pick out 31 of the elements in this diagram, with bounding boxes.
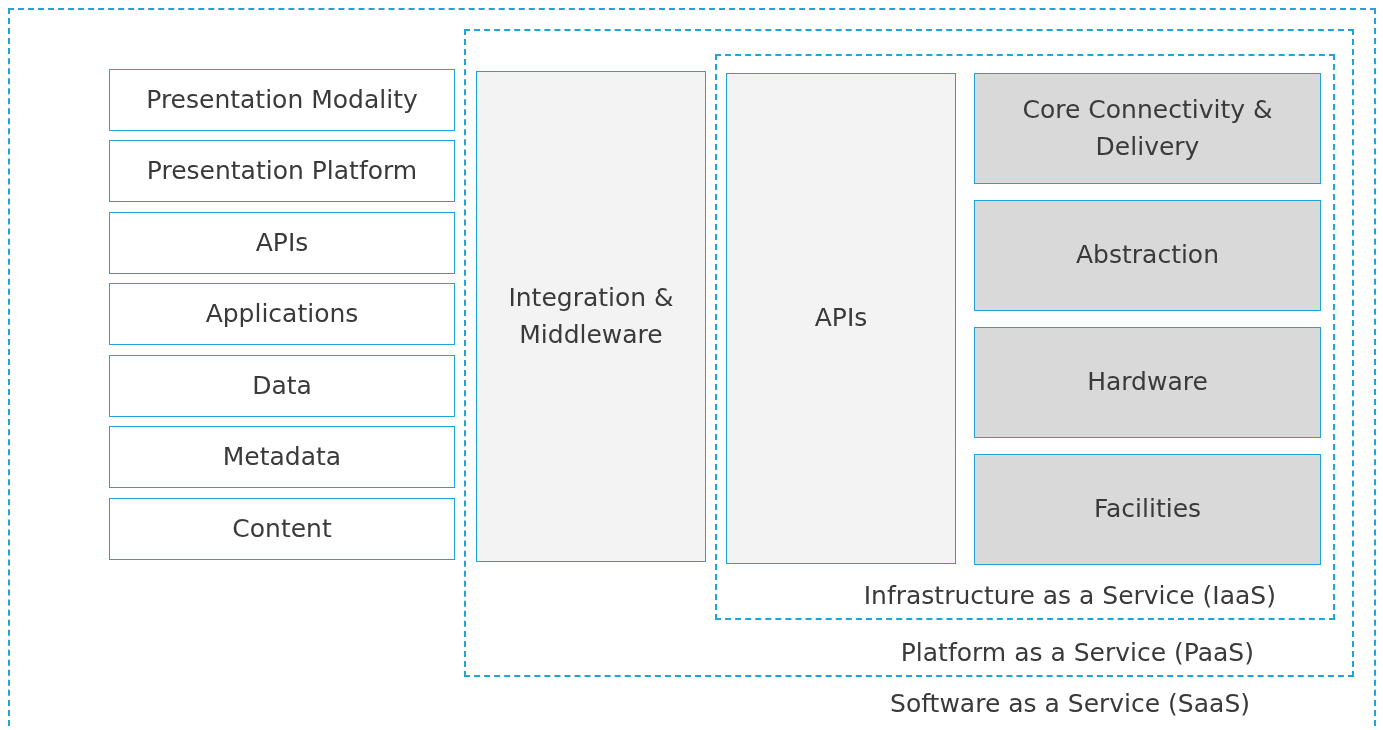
service-layer-container bbox=[464, 29, 1354, 677]
box-label: Abstraction bbox=[1076, 239, 1219, 272]
box-label: Applications bbox=[205, 297, 359, 330]
box-label: Presentation Modality bbox=[146, 83, 418, 116]
box-label: Data bbox=[252, 369, 312, 402]
infrastructure-box bbox=[974, 454, 1321, 565]
box-label: Core Connectivity & Delivery bbox=[1021, 94, 1274, 163]
layer-box bbox=[109, 426, 455, 488]
layer-box bbox=[109, 355, 455, 417]
component-panel bbox=[726, 73, 956, 564]
box-label: APIs bbox=[255, 226, 309, 259]
layer-box bbox=[109, 498, 455, 560]
infrastructure-box bbox=[974, 73, 1321, 184]
box-label: Content bbox=[232, 512, 332, 545]
layer-box bbox=[109, 283, 455, 345]
layer-box bbox=[109, 212, 455, 274]
box-label: Metadata bbox=[222, 440, 342, 473]
box-label: Hardware bbox=[1087, 366, 1208, 399]
infrastructure-box bbox=[974, 327, 1321, 438]
box-label: Presentation Platform bbox=[146, 154, 418, 187]
layer-label: Software as a Service (SaaS) bbox=[890, 689, 1250, 718]
component-panel bbox=[476, 71, 706, 562]
layer-label: Platform as a Service (PaaS) bbox=[900, 638, 1254, 667]
box-label: Integration & Middleware bbox=[507, 282, 675, 351]
service-layer-container bbox=[715, 54, 1335, 620]
infrastructure-box bbox=[974, 200, 1321, 311]
layer-box bbox=[109, 69, 455, 131]
layer-label: Infrastructure as a Service (IaaS) bbox=[863, 581, 1276, 610]
box-label: Facilities bbox=[1093, 493, 1202, 526]
layer-box bbox=[109, 140, 455, 202]
box-label: APIs bbox=[814, 302, 868, 335]
